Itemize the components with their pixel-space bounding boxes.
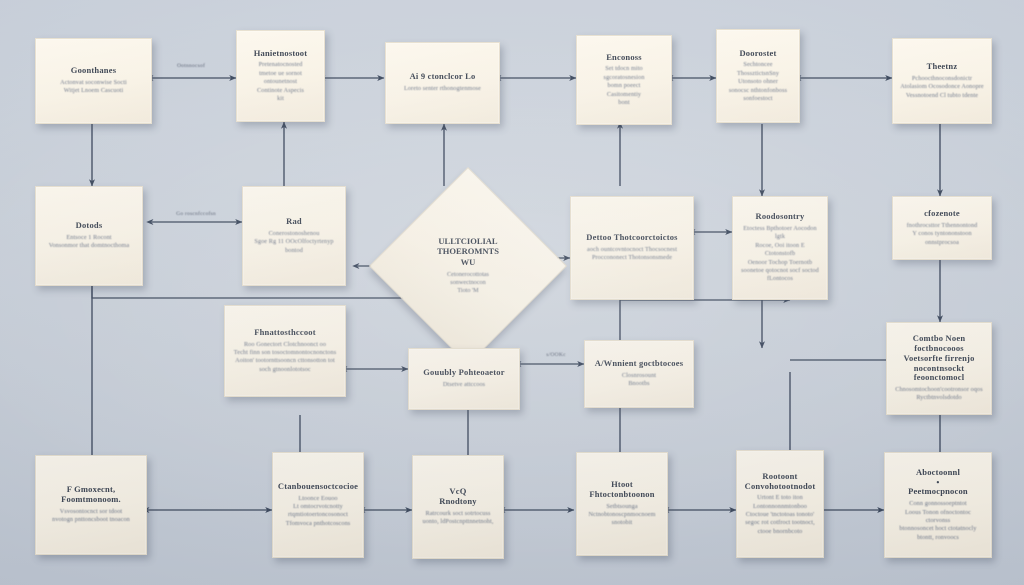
flow-node[interactable]: Roodosontry Etoctess Bpthotoer Aocodon l… — [732, 196, 828, 300]
node-title: cfozenote — [924, 208, 960, 219]
node-title: Ctanbouensoctcocioe — [277, 480, 359, 491]
flow-node[interactable]: Aboctoonnl•Peetmocpnocon Conn gonnossoep… — [884, 452, 992, 558]
flow-node[interactable]: Fhnattosthccoot Roo Gonectort Clotchnoon… — [224, 305, 346, 397]
node-title: Theetnz — [926, 61, 958, 72]
edge-label: Go roscnfccofsn — [176, 211, 216, 217]
flow-node[interactable]: Ai 9 ctonclcor Lo Loreto senter rthonogt… — [385, 42, 500, 124]
node-desc: Loreto senter rthonogtenmose — [403, 85, 482, 93]
node-title: Aboctoonnl•Peetmocpnocon — [908, 466, 968, 497]
node-title: Dettoo Thotcoorctoictos — [586, 232, 678, 243]
edge-left-bus — [91, 286, 501, 301]
node-title: F Gmoxecnt,Foomtmonoom. — [61, 484, 121, 505]
edge-label: Ootnnocsof — [176, 63, 206, 69]
flow-node[interactable]: Dettoo Thotcoorctoictos aoch ountcovntoc… — [570, 196, 694, 300]
node-title: Enconoss — [606, 51, 642, 62]
edge-n15-bus — [619, 296, 791, 340]
flow-node[interactable]: F Gmoxecnt,Foomtmonoom. Vsvosontocnct so… — [35, 455, 147, 555]
node-title: Fhnattosthccoot — [254, 326, 316, 337]
node-title: Ai 9 ctonclcor Lo — [409, 71, 476, 82]
node-title: Dotods — [75, 220, 103, 231]
node-title: Roodosontry — [755, 211, 805, 222]
edge-label: s/OOKc — [546, 352, 566, 358]
node-title: Doorostet — [739, 47, 777, 58]
flow-node[interactable]: Gouubly Pohteoaetor Dtsetve attccoos — [408, 348, 520, 410]
node-desc: Dtsetve attccoos — [442, 381, 486, 389]
node-title: Gouubly Pohteoaetor — [423, 367, 505, 378]
node-title: A/Wnnient goctbtocoes — [594, 358, 684, 369]
node-title: Rad — [286, 216, 302, 227]
node-title: Goonthanes — [70, 65, 117, 76]
node-title: Hanietnostoot — [253, 47, 308, 58]
